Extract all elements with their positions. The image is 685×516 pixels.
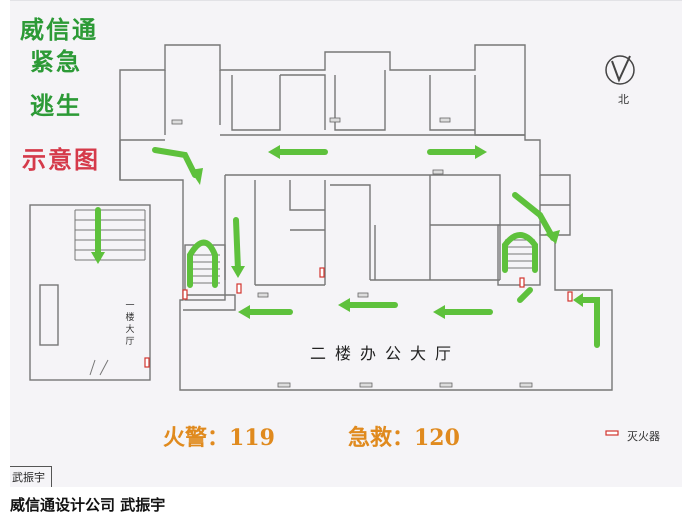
first-floor-stairs [74,209,146,261]
first-floor-furniture [39,284,59,346]
hall-label: 二楼办公大厅 [310,344,461,363]
fire-phone: 火警：119 [163,425,275,451]
arrow-stair-exit [517,287,533,303]
arrow-bottom-right-up [577,297,600,348]
map-title-line-1: 威信通 [20,15,98,44]
middle-rooms [224,174,501,286]
first-floor-building [29,204,151,381]
window-marks [171,117,533,388]
north-label: 北 [618,93,629,106]
first-floor-hall-label: 一楼大厅 [125,301,135,347]
map-title-line-2: 紧急 [30,47,82,76]
map-title-line-4: 示意图 [22,145,100,174]
left-lower-wall [183,294,236,311]
arrow-top-left [152,147,198,178]
map-title-line-3: 逃生 [30,91,82,120]
arrow-mid-down [233,217,241,273]
extinguisher-icon [144,267,573,368]
legend-label: 灭火器 [627,430,660,443]
signature: 武振宇 [10,466,52,487]
right-stairwell [497,224,541,286]
top-rooms [164,70,525,136]
top-corridor [119,134,525,180]
arrow-right-stair [502,232,538,273]
legend-extinguisher-icon [605,430,619,436]
left-stair-steps [190,254,220,284]
first-floor-door [89,359,109,376]
compass-icon [605,55,635,85]
arrow-right-down [512,192,556,241]
escape-arrows [95,147,600,348]
emergency-phone: 急救：120 [348,425,460,451]
arrow-left-stair [187,239,218,288]
building-outline [119,44,613,391]
arrow-heads [91,145,583,319]
right-stair-steps [505,239,535,269]
image-caption: 威信通设计公司 武振宇 [10,496,166,514]
map-paper [10,0,682,487]
